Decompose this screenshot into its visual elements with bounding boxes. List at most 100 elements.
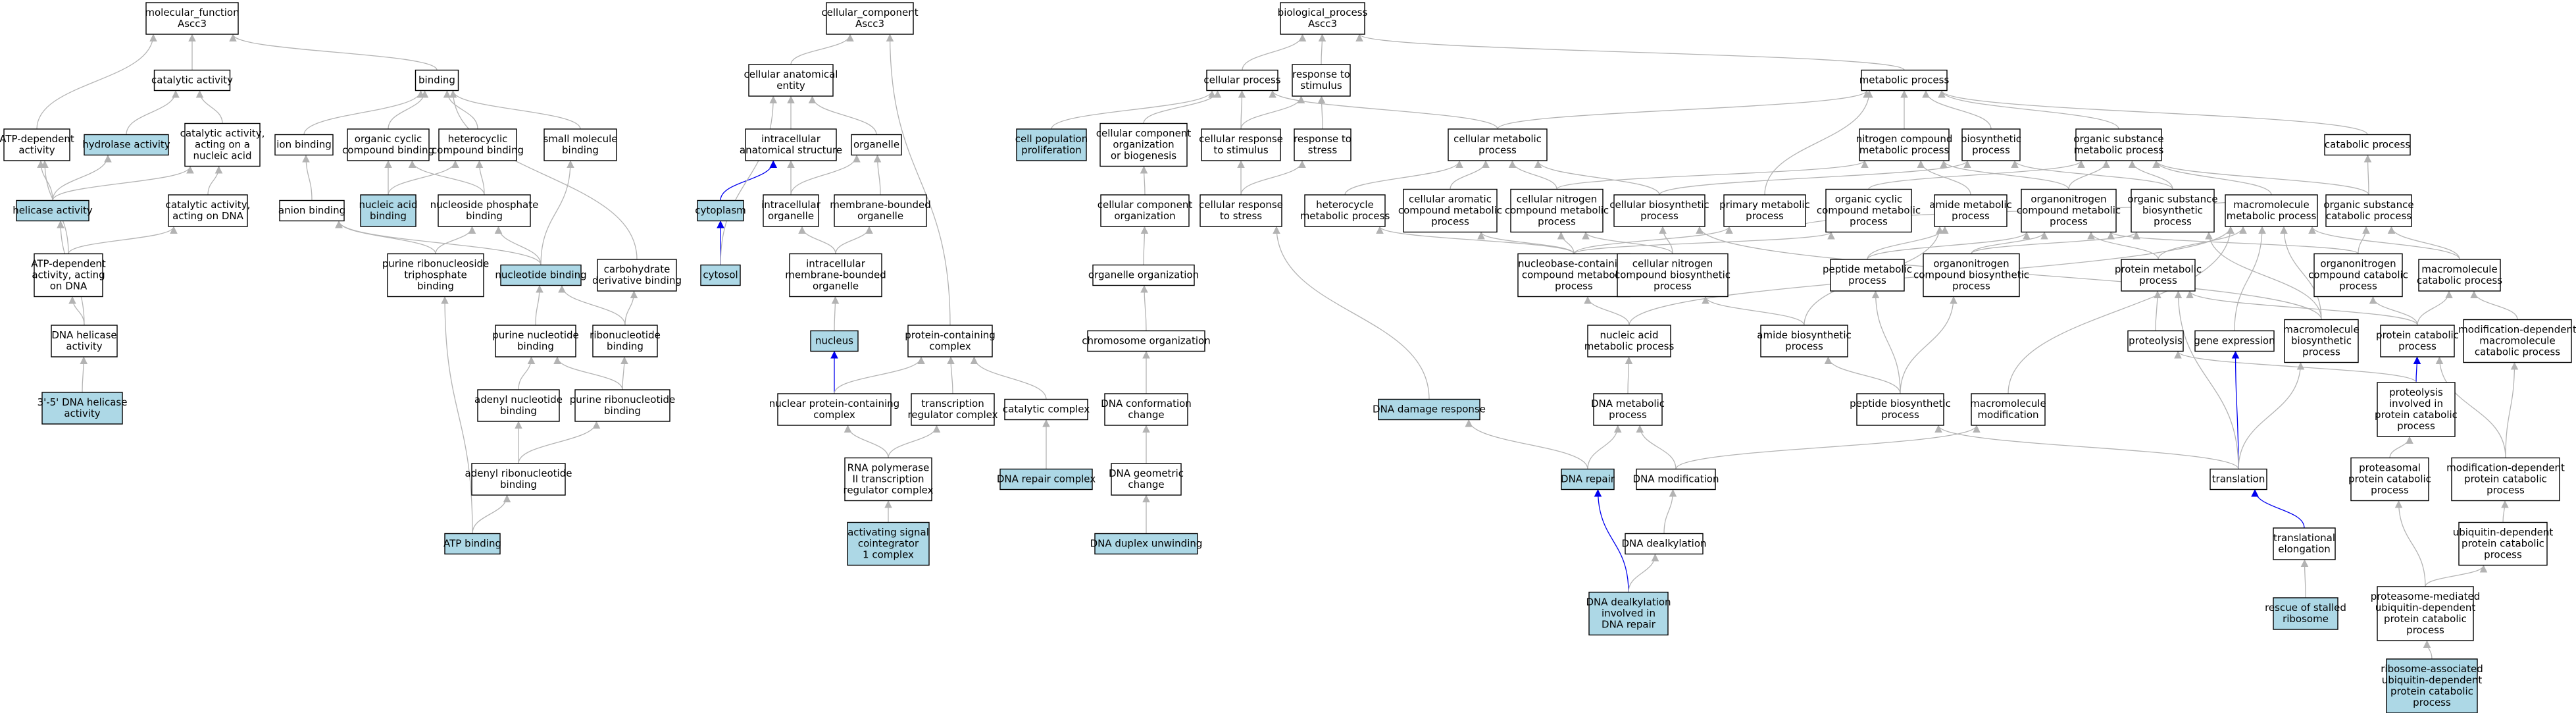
node-ion[interactable]: ion binding <box>274 134 334 156</box>
node-mp[interactable]: metabolic process <box>1859 69 1950 92</box>
node-atpb[interactable]: ATP binding <box>443 533 501 555</box>
node-heli[interactable]: helicase activity <box>13 199 93 222</box>
node-dnamod[interactable]: DNA modification <box>1633 468 1719 490</box>
node-catdna[interactable]: catalytic activity,acting on DNA <box>166 194 251 227</box>
node-hyd[interactable]: hydrolase activity <box>82 134 170 156</box>
node-dnarc[interactable]: DNA repair complex <box>997 468 1096 490</box>
node-ntb[interactable]: nucleotide binding <box>495 264 587 286</box>
node-dnadr[interactable]: DNA damage response <box>1373 398 1486 421</box>
node-anion[interactable]: anion binding <box>278 199 345 222</box>
node-cp[interactable]: cellular process <box>1203 69 1281 92</box>
node-dnar[interactable]: DNA repair <box>1561 468 1615 490</box>
node-chro[interactable]: chromosome organization <box>1082 330 1211 352</box>
node-org[interactable]: organelle <box>851 134 902 156</box>
node-cat[interactable]: catalytic activity <box>151 69 233 92</box>
node-bind[interactable]: binding <box>415 69 459 92</box>
node-nuc[interactable]: nucleus <box>810 330 859 352</box>
node-gexp[interactable]: gene expression <box>2194 330 2275 352</box>
node-trans[interactable]: translation <box>2210 468 2267 490</box>
node-dnadeal[interactable]: DNA dealkylation <box>1621 533 1707 555</box>
node-oo[interactable]: organelle organization <box>1088 264 1199 286</box>
node-catp[interactable]: catabolic process <box>2324 134 2411 156</box>
node-cytosol[interactable]: cytosol <box>700 264 741 286</box>
node-catc[interactable]: catalytic complex <box>1003 398 1090 421</box>
node-dnadu[interactable]: DNA duplex unwinding <box>1090 533 1203 555</box>
